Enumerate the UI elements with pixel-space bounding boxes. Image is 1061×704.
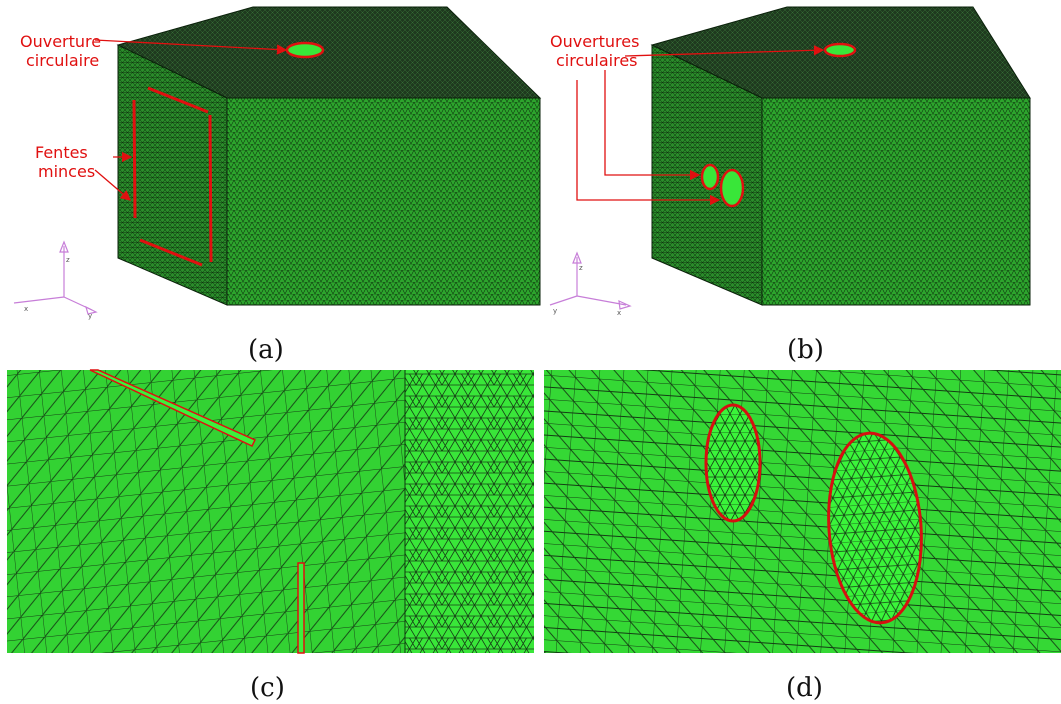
caption-a: (a): [248, 335, 284, 365]
panel-b: Ouvertures circulaires z y x (b): [549, 6, 1031, 365]
caption-b: (b): [787, 335, 824, 365]
leader-openings-b-top: [624, 45, 825, 57]
annotation-openings-b-line2: circulaires: [556, 51, 638, 70]
axis-label-a-z: z: [66, 256, 70, 264]
zoom-d-opening-large: [827, 431, 923, 625]
zoom-c-left-mesh: [7, 370, 407, 653]
circular-opening-a: [285, 41, 325, 59]
leader-opening-a: [94, 39, 288, 55]
annotation-slits-a-line1: Fentes: [35, 143, 88, 162]
slit-a-bottom: [139, 238, 203, 267]
circular-opening-b-large: [719, 168, 745, 208]
slit-a-top: [147, 86, 209, 114]
box-a-front-face: [226, 97, 541, 306]
annotation-openings-b-line1: Ouvertures: [550, 32, 639, 51]
slit-a-left: [132, 99, 137, 219]
annotation-opening-a-line1: Ouverture: [20, 32, 101, 51]
axis-label-a-y: y: [88, 312, 92, 320]
zoom-d-mesh: [544, 370, 1061, 653]
panel-c: (c): [7, 369, 534, 703]
caption-d: (d): [786, 673, 823, 703]
annotation-slits-a-line2: minces: [38, 162, 95, 181]
panel-a: Ouverture circulaire Fentes minces z x y…: [13, 6, 542, 365]
axis-label-a-x: x: [24, 305, 28, 313]
axis-triad-a: [13, 240, 98, 315]
axis-triad-b: [549, 251, 632, 310]
circular-opening-b-small: [700, 163, 720, 191]
slit-a-right: [208, 114, 213, 263]
box-b-front-face: [761, 97, 1031, 306]
circular-opening-b-top: [823, 42, 857, 58]
annotation-opening-a-line2: circulaire: [26, 51, 99, 70]
axis-label-b-x: x: [617, 309, 621, 317]
caption-c: (c): [250, 673, 285, 703]
leader-slits-a-2: [94, 169, 131, 201]
leader-openings-b-small: [604, 70, 701, 181]
axis-label-b-z: z: [579, 264, 583, 272]
axis-label-b-y: y: [553, 307, 557, 315]
leader-openings-b-large: [576, 80, 721, 206]
zoom-c-slit-vertical: [297, 562, 305, 654]
zoom-c-right-mesh: [405, 370, 534, 653]
zoom-d-opening-small: [704, 403, 762, 523]
zoom-c-slit-diagonal: [89, 369, 257, 447]
panel-d: (d): [544, 370, 1061, 703]
